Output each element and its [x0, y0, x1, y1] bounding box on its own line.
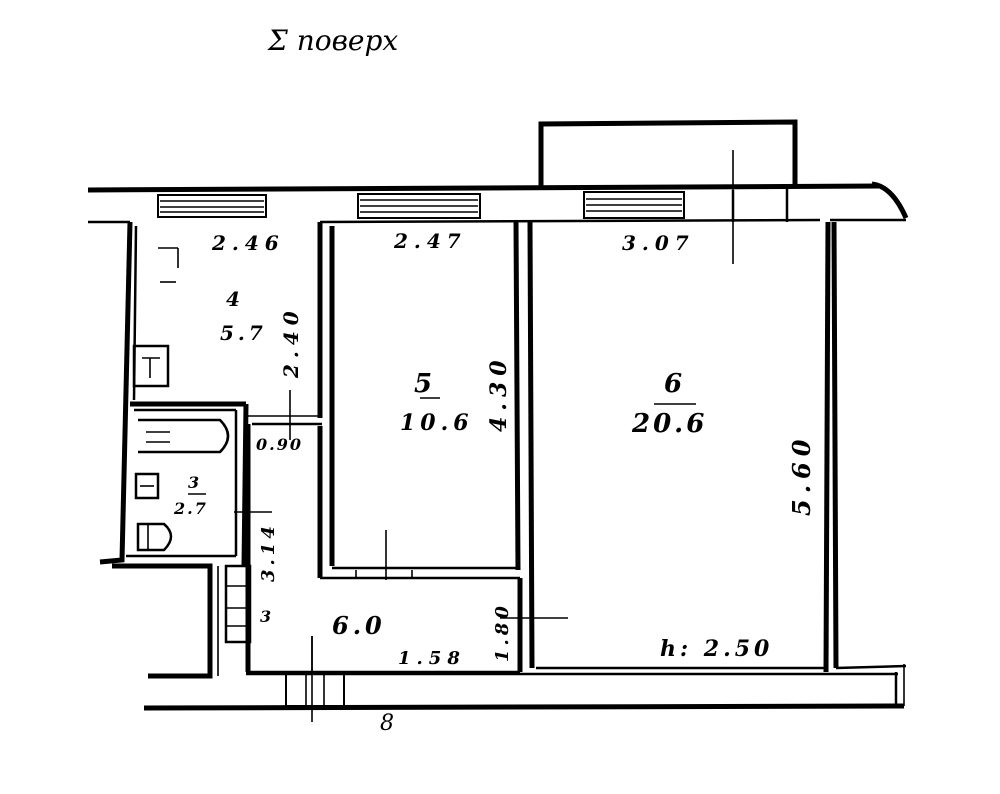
closet-number: 3 [260, 607, 271, 626]
room4-area: 5.7 [220, 321, 267, 345]
room5-width: 2.47 [393, 229, 467, 253]
ceiling-height: h: 2.50 [660, 636, 773, 662]
bathtub-icon [138, 418, 230, 454]
room5-area: 10.6 [400, 410, 474, 436]
window-room5 [357, 193, 481, 219]
exterior-wall-right [823, 221, 907, 673]
room5-height: 4.30 [486, 354, 512, 432]
exterior-wall-left [99, 221, 138, 565]
balcony [538, 119, 798, 188]
side-length: 1.80 [492, 602, 513, 662]
door-width: 0.90 [256, 435, 303, 454]
room6-number: 6 [664, 369, 682, 399]
room6-area: 20.6 [631, 409, 707, 439]
room4-height: 2.40 [279, 305, 303, 379]
room6-width: 3.07 [622, 231, 695, 255]
room6-walls [527, 221, 826, 670]
room5-walls [329, 221, 521, 571]
kitchen-sink-icon [158, 247, 179, 283]
room3-number: 3 [188, 473, 199, 492]
exterior-wall-bottom [112, 563, 905, 722]
kitchen-stove-icon [132, 344, 170, 388]
exterior-wall-top [87, 181, 909, 224]
dimension-marks [188, 390, 696, 676]
room5-number: 5 [414, 369, 432, 399]
bathroom-walls [126, 401, 249, 567]
room4-width: 2.46 [211, 231, 285, 255]
hall-width: 1.58 [398, 648, 466, 669]
window-room6 [583, 191, 685, 219]
balcony-door [731, 150, 789, 264]
room3-area: 2.7 [173, 499, 208, 518]
room6-height: 5.60 [787, 434, 816, 516]
bottom-mark: 8 [380, 711, 394, 736]
hall-length: 3.14 [258, 522, 279, 582]
plan-title: Σ поверх [267, 24, 398, 57]
window-room4 [157, 194, 267, 218]
room4-number: 4 [226, 287, 240, 311]
hall-area: 6.0 [332, 611, 386, 640]
corridor-walls [244, 415, 523, 674]
toilet-icon [134, 472, 173, 552]
closet-icon [224, 564, 252, 644]
